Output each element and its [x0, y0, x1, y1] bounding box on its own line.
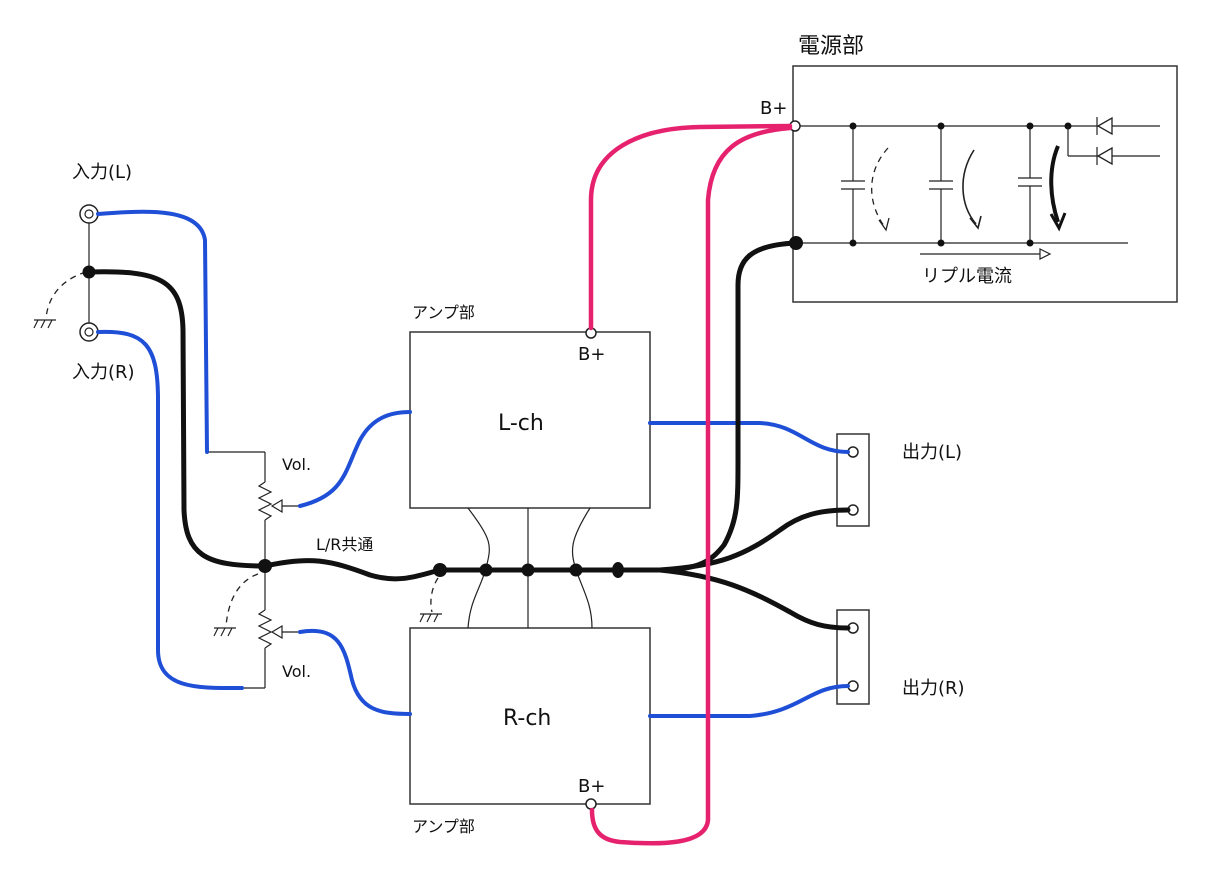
ground-wire-to-output-right	[657, 567, 851, 631]
ground-wires: L/R共通	[82, 240, 851, 631]
amp-left-bplus-label: B+	[578, 344, 605, 365]
volume-lower-resistor	[257, 609, 273, 649]
volume-upper-resistor	[257, 481, 273, 521]
signal-wire-lch-to-output	[648, 421, 850, 454]
supply-wire-to-rch	[589, 125, 793, 846]
output-terminals: 出力(L) 出力(R)	[836, 433, 965, 705]
amp-right-name: R-ch	[503, 706, 551, 731]
amp-left-section-label: アンプ部	[412, 303, 475, 322]
ground-wire-to-output-left	[657, 507, 851, 573]
ripple-current-arrows	[871, 145, 1067, 260]
amp-right-section-label: アンプ部	[412, 817, 475, 836]
signal-wire-input-right	[96, 329, 244, 691]
output-right-label: 出力(R)	[902, 678, 965, 699]
signal-wire-rch-to-output	[648, 684, 850, 718]
volume-upper-label: Vol.	[282, 455, 311, 474]
power-section-title: 電源部	[798, 34, 864, 59]
amp-right-bplus-label: B+	[578, 776, 605, 797]
signal-wire-input-left	[96, 209, 209, 454]
ripple-current-label: リプル電流	[922, 266, 1012, 287]
signal-wire-vol-to-lch	[298, 410, 412, 508]
filter-capacitor-1	[841, 122, 865, 247]
amp-right-box	[409, 627, 651, 805]
volume-lower-label: Vol.	[282, 662, 311, 681]
amp-right-bplus-terminal	[585, 798, 597, 810]
amp-right-block: アンプ部 R-ch B+	[409, 627, 651, 836]
input-left-label: 入力(L)	[72, 162, 132, 183]
amp-left-block: アンプ部 L-ch B+	[409, 303, 651, 509]
rectifier-diodes	[1064, 116, 1160, 166]
filter-capacitor-3	[1018, 122, 1042, 247]
ground-wire-input	[86, 269, 268, 569]
amp-left-box	[409, 331, 651, 509]
volume-pots: Vol. Vol.	[207, 451, 311, 689]
filter-capacitor-2	[929, 122, 953, 247]
power-bplus-label: B+	[760, 98, 787, 119]
power-supply-box	[792, 65, 1178, 303]
input-jacks: 入力(L) 入力(R)	[33, 162, 135, 383]
signal-wires	[96, 209, 850, 718]
input-right-label: 入力(R)	[72, 362, 135, 383]
signal-wire-vol-to-rch	[298, 628, 412, 716]
supply-wire-to-lch	[588, 123, 793, 331]
supply-wires	[588, 123, 793, 846]
common-ground-label: L/R共通	[316, 535, 373, 554]
power-supply-block: 電源部 B+ リプル電流	[760, 34, 1178, 303]
output-left-label: 出力(L)	[902, 442, 962, 463]
amp-left-name: L-ch	[498, 411, 544, 436]
